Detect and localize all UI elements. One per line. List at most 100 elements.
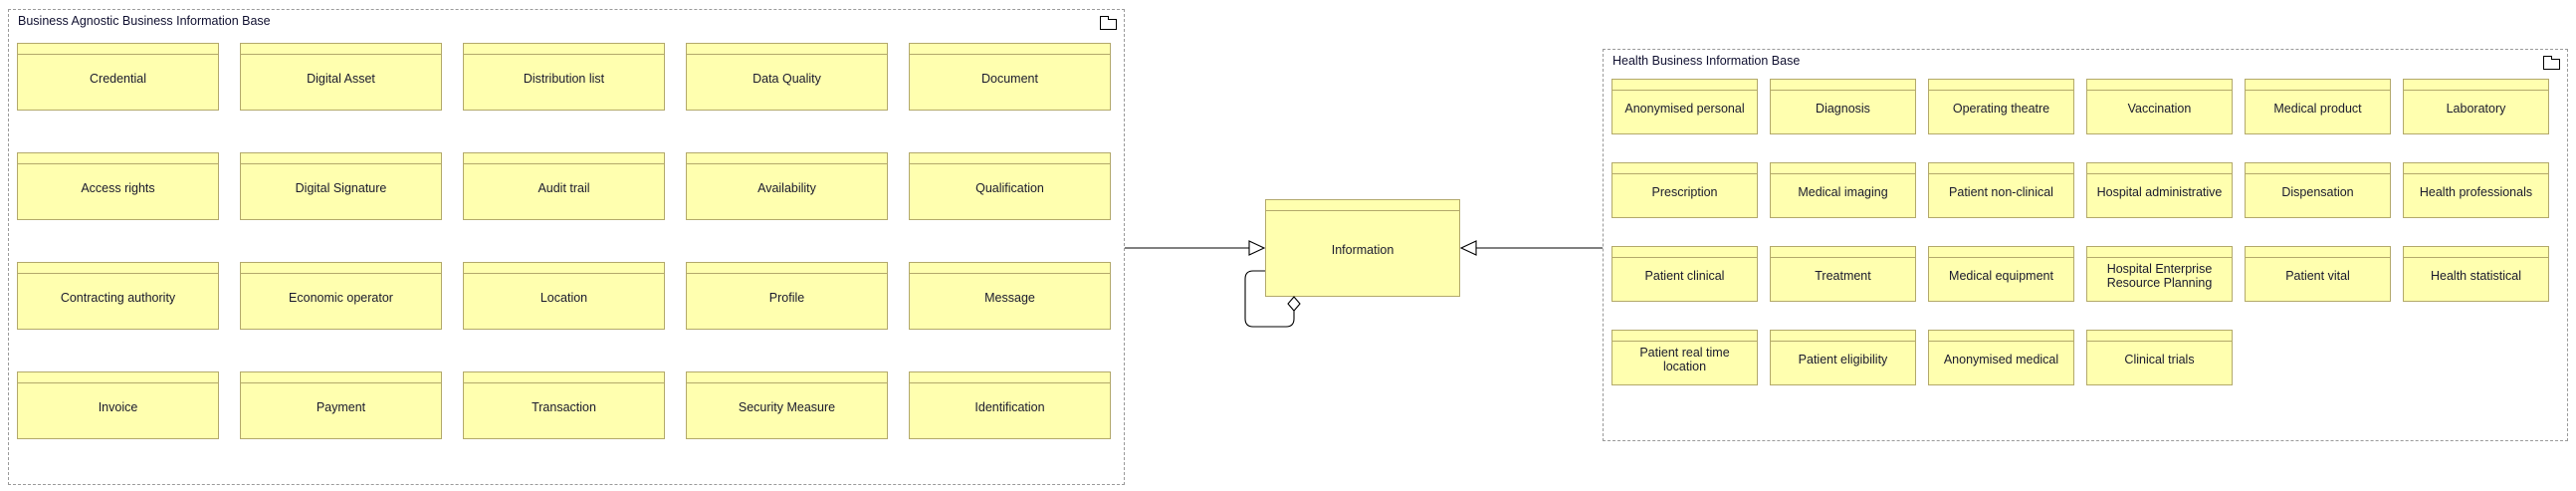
left-group-title: Business Agnostic Business Information B… <box>18 14 271 28</box>
health-object[interactable]: Medical equipment <box>1928 246 2074 302</box>
right-group-title: Health Business Information Base <box>1612 54 1801 68</box>
object-header-bar <box>1612 247 1757 258</box>
central-information-label: Information <box>1331 243 1395 257</box>
object-label: Patient clinical <box>1644 269 1725 283</box>
object-label: Anonymised medical <box>1943 353 2059 367</box>
object-header-bar <box>2087 331 2232 342</box>
object-header-bar <box>2087 80 2232 91</box>
object-label: Profile <box>768 291 805 305</box>
central-information-object[interactable]: Information <box>1265 199 1460 297</box>
business-agnostic-object[interactable]: Identification <box>909 371 1111 439</box>
object-header-bar <box>1771 331 1915 342</box>
health-object[interactable]: Laboratory <box>2403 79 2549 134</box>
object-header-bar <box>1612 331 1757 342</box>
object-header-bar <box>18 372 218 383</box>
health-object[interactable]: Patient eligibility <box>1770 330 1916 385</box>
object-header-bar <box>241 263 441 274</box>
object-header-bar <box>687 44 887 55</box>
connector-left-arrowhead <box>1248 240 1266 256</box>
business-agnostic-object[interactable]: Security Measure <box>686 371 888 439</box>
business-agnostic-object[interactable]: Contracting authority <box>17 262 219 330</box>
business-agnostic-object[interactable]: Audit trail <box>463 152 665 220</box>
object-label: Digital Asset <box>307 72 375 86</box>
group-business-agnostic-business-information-base[interactable]: Business Agnostic Business Information B… <box>8 9 1125 485</box>
object-header-bar <box>2087 247 2232 258</box>
business-agnostic-object[interactable]: Credential <box>17 43 219 111</box>
object-label: Message <box>984 291 1035 305</box>
business-agnostic-object[interactable]: Access rights <box>17 152 219 220</box>
health-object[interactable]: Diagnosis <box>1770 79 1916 134</box>
object-header-bar <box>1612 80 1757 91</box>
object-label: Economic operator <box>289 291 393 305</box>
business-agnostic-object[interactable]: Invoice <box>17 371 219 439</box>
object-header-bar <box>910 372 1110 383</box>
health-object[interactable]: Anonymised medical <box>1928 330 2074 385</box>
object-label: Patient real time location <box>1639 346 1730 373</box>
object-header-bar <box>464 372 664 383</box>
connector-right-arrowhead <box>1459 240 1477 256</box>
object-label: Payment <box>316 400 366 414</box>
health-object[interactable]: Patient real time location <box>1611 330 1758 385</box>
object-header-bar <box>241 372 441 383</box>
object-label: Patient eligibility <box>1798 353 1888 367</box>
object-header-bar <box>2404 80 2548 91</box>
health-object[interactable]: Anonymised personal <box>1611 79 1758 134</box>
business-agnostic-object[interactable]: Message <box>909 262 1111 330</box>
health-object[interactable]: Hospital Enterprise Resource Planning <box>2086 246 2233 302</box>
health-object[interactable]: Operating theatre <box>1928 79 2074 134</box>
object-header-bar <box>1929 163 2073 174</box>
object-label: Invoice <box>98 400 138 414</box>
health-object[interactable]: Patient non-clinical <box>1928 162 2074 218</box>
business-agnostic-object[interactable]: Payment <box>240 371 442 439</box>
business-agnostic-object[interactable]: Profile <box>686 262 888 330</box>
health-object[interactable]: Health statistical <box>2403 246 2549 302</box>
health-object[interactable]: Medical product <box>2245 79 2391 134</box>
object-header-bar <box>2404 163 2548 174</box>
object-label: Location <box>539 291 588 305</box>
business-agnostic-object[interactable]: Distribution list <box>463 43 665 111</box>
object-header-bar <box>1612 163 1757 174</box>
object-header-bar <box>241 153 441 164</box>
object-label: Hospital administrative <box>2096 185 2223 199</box>
object-header-bar <box>2404 247 2548 258</box>
business-agnostic-object[interactable]: Qualification <box>909 152 1111 220</box>
object-label: Diagnosis <box>1816 102 1870 116</box>
object-label: Contracting authority <box>60 291 176 305</box>
object-header-bar <box>687 372 887 383</box>
health-object[interactable]: Vaccination <box>2086 79 2233 134</box>
object-label: Treatment <box>1815 269 1871 283</box>
object-header-bar <box>1929 331 2073 342</box>
object-label: Document <box>981 72 1038 86</box>
business-agnostic-object[interactable]: Transaction <box>463 371 665 439</box>
business-agnostic-object[interactable]: Digital Asset <box>240 43 442 111</box>
object-label: Patient vital <box>2285 269 2350 283</box>
folder-icon[interactable] <box>2543 56 2560 70</box>
object-header-bar <box>2087 163 2232 174</box>
object-label: Identification <box>974 400 1045 414</box>
object-header-bar <box>464 153 664 164</box>
health-object[interactable]: Health professionals <box>2403 162 2549 218</box>
object-header-bar <box>910 263 1110 274</box>
business-agnostic-object[interactable]: Digital Signature <box>240 152 442 220</box>
health-object[interactable]: Prescription <box>1611 162 1758 218</box>
health-object[interactable]: Hospital administrative <box>2086 162 2233 218</box>
business-agnostic-object[interactable]: Data Quality <box>686 43 888 111</box>
health-object[interactable]: Dispensation <box>2245 162 2391 218</box>
folder-icon[interactable] <box>1100 16 1117 30</box>
business-agnostic-object[interactable]: Location <box>463 262 665 330</box>
health-object[interactable]: Patient clinical <box>1611 246 1758 302</box>
object-label: Security Measure <box>738 400 836 414</box>
object-label: Clinical trials <box>2124 353 2195 367</box>
health-object[interactable]: Medical imaging <box>1770 162 1916 218</box>
object-header-bar <box>1771 163 1915 174</box>
object-label: Health professionals <box>2419 185 2533 199</box>
health-object[interactable]: Clinical trials <box>2086 330 2233 385</box>
group-health-business-information-base[interactable]: Health Business Information Base Anonymi… <box>1603 49 2568 441</box>
business-agnostic-object[interactable]: Document <box>909 43 1111 111</box>
health-object[interactable]: Treatment <box>1770 246 1916 302</box>
business-agnostic-object[interactable]: Availability <box>686 152 888 220</box>
business-agnostic-object[interactable]: Economic operator <box>240 262 442 330</box>
object-label: Digital Signature <box>295 181 387 195</box>
object-label: Credential <box>90 72 146 86</box>
health-object[interactable]: Patient vital <box>2245 246 2391 302</box>
